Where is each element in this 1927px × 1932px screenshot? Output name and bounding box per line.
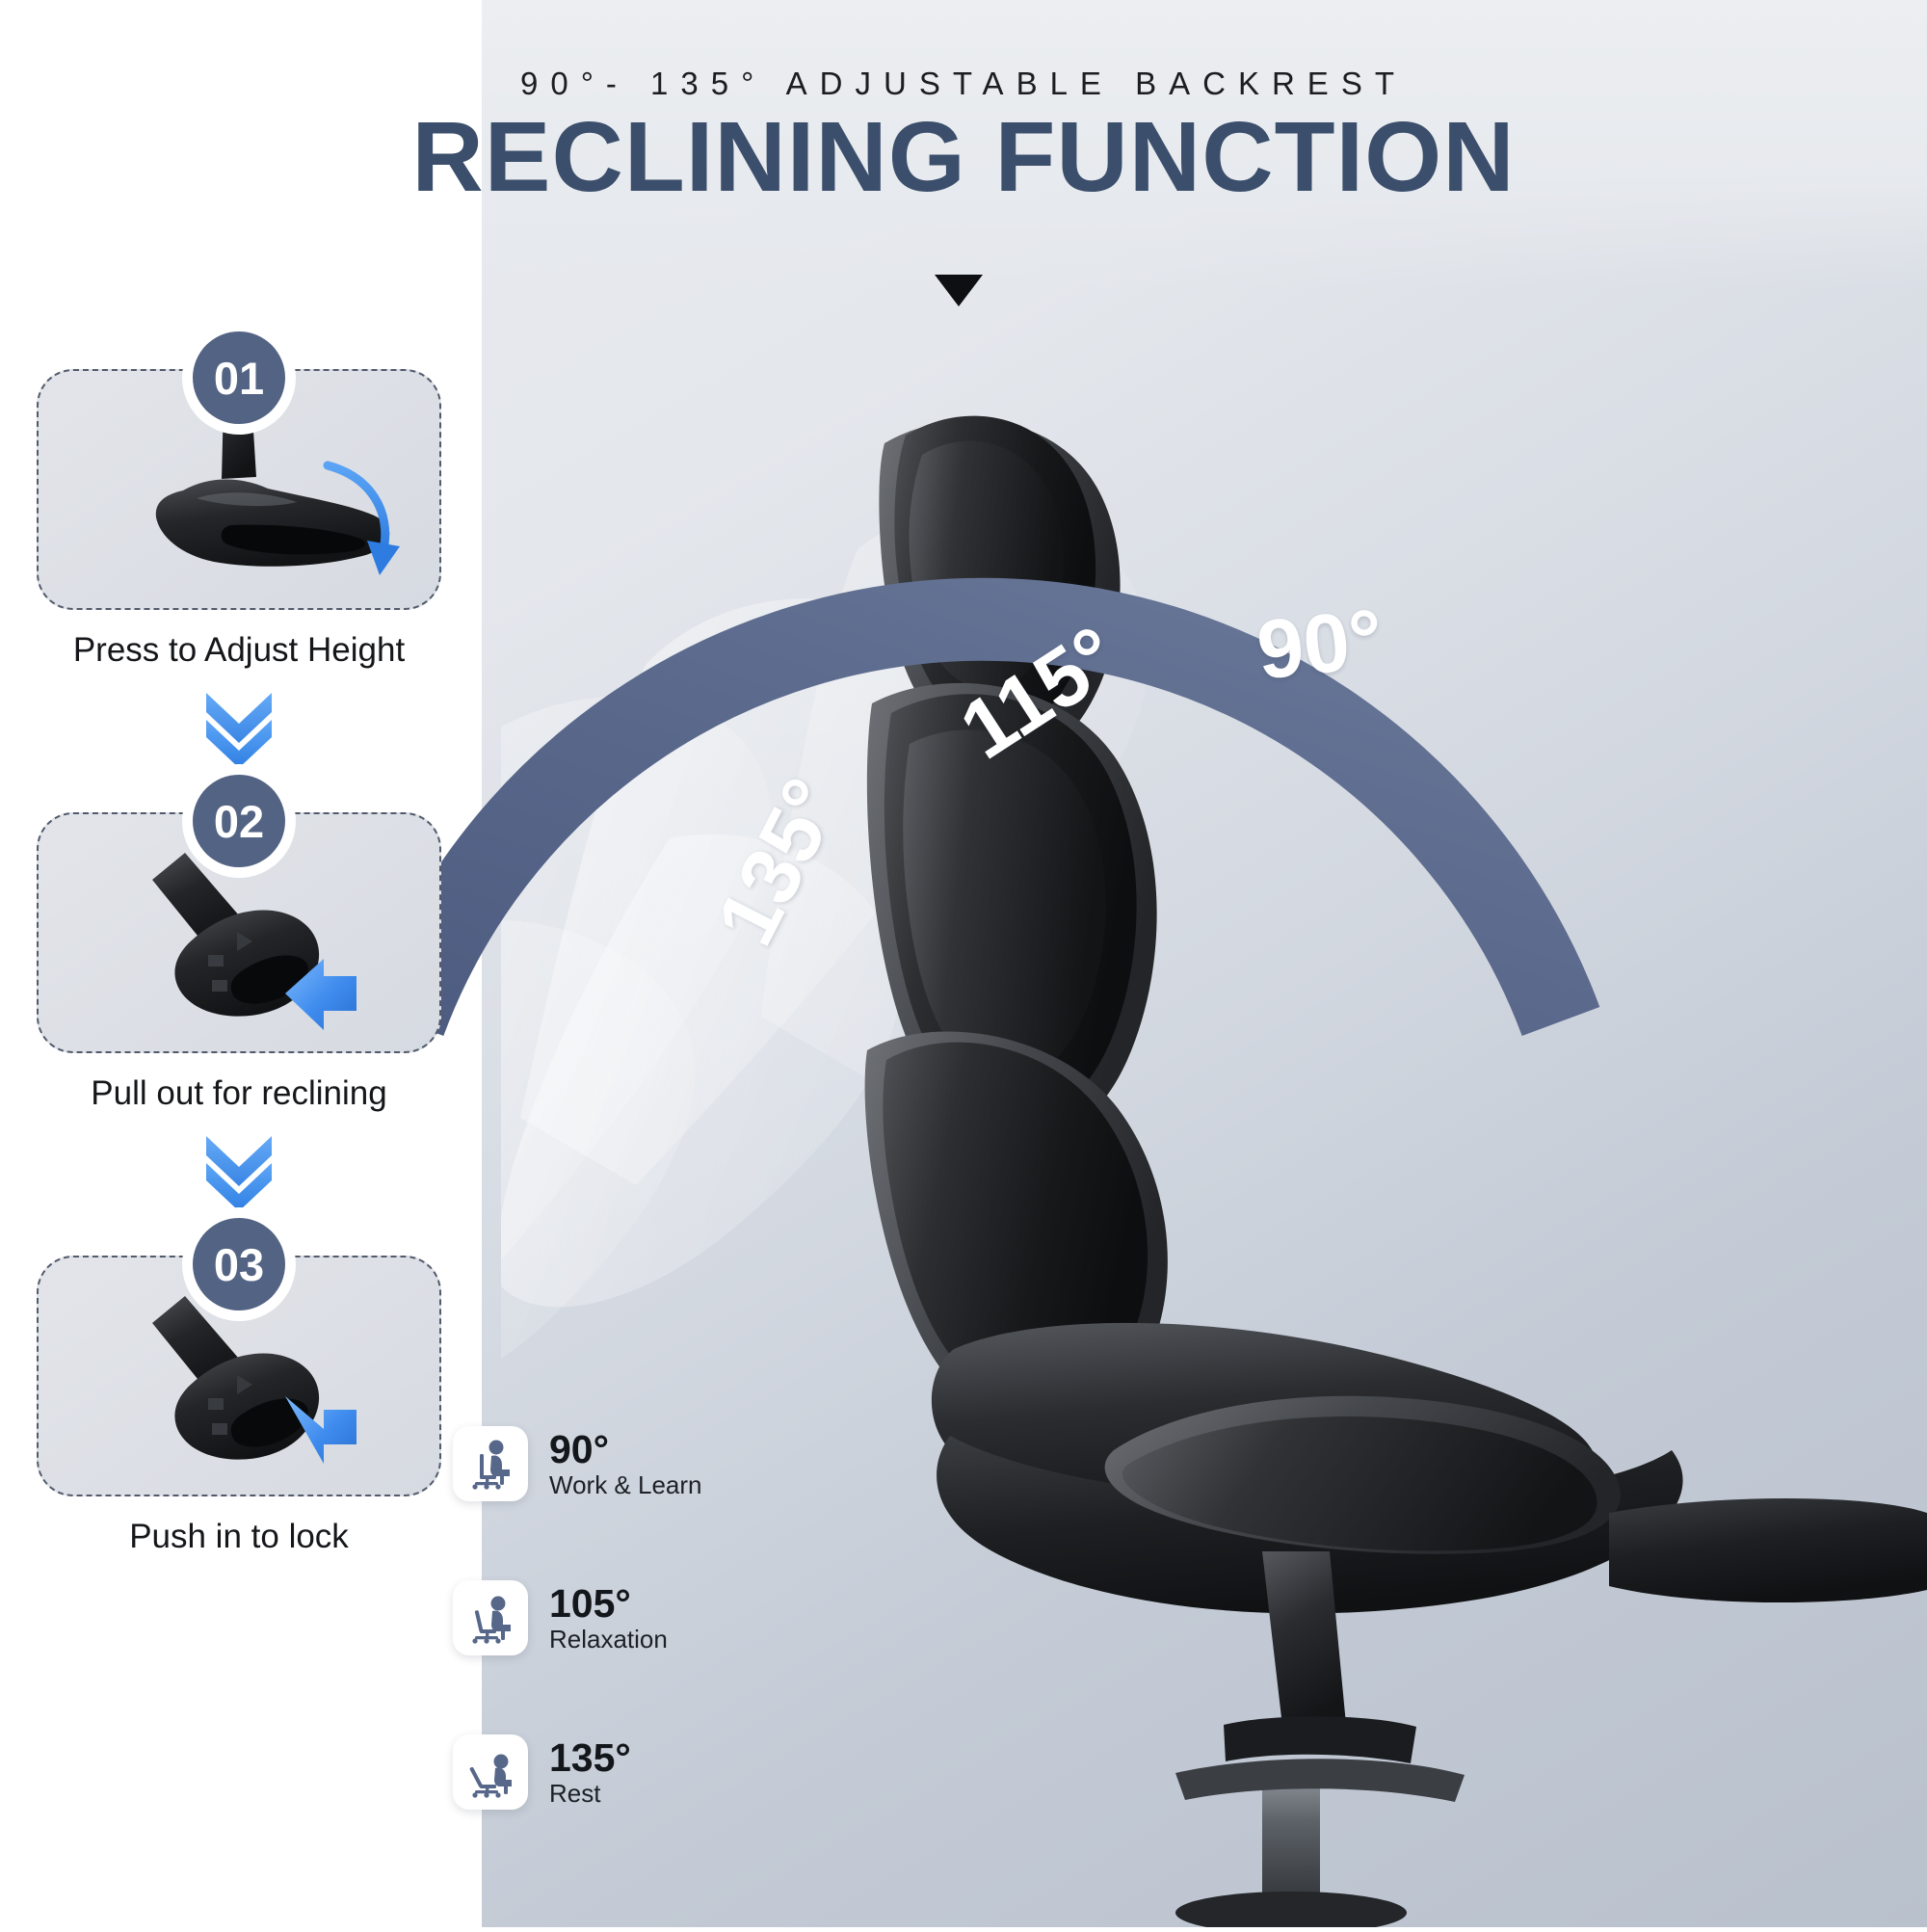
person-sitting-upright-icon	[453, 1426, 528, 1501]
triple-chevron-down-icon	[37, 1130, 441, 1219]
down-triangle-icon	[935, 275, 983, 306]
steps-column: 01	[37, 321, 443, 1556]
arc-label-90: 90°	[1253, 592, 1387, 698]
angle-legend: 90° Work & Learn	[453, 1426, 858, 1889]
legend-name: Rest	[549, 1778, 601, 1808]
step-number-badge: 01	[193, 331, 285, 424]
chair-upper-back	[866, 682, 1157, 1144]
step-caption: Push in to lock	[129, 1518, 349, 1555]
arc-band-svg	[365, 577, 1600, 1037]
legend-degree: 90°	[549, 1426, 610, 1471]
chair-armrest	[1104, 1395, 1621, 1763]
step-badge-wrap-01: 01	[182, 321, 296, 435]
step-card-02: 02	[37, 764, 443, 1055]
step-caption: Pull out for reclining	[91, 1074, 387, 1112]
legend-name: Work & Learn	[549, 1469, 702, 1499]
chair-base	[1175, 1759, 1465, 1932]
background-top-fade	[482, 0, 1927, 289]
person-sitting-reclined-icon	[453, 1580, 528, 1655]
step-number-badge: 03	[193, 1218, 285, 1310]
legend-text: 90° Work & Learn	[549, 1426, 702, 1499]
triple-chevron-down-icon	[37, 687, 441, 776]
legend-item: 90° Work & Learn	[453, 1426, 858, 1501]
step-number-badge: 02	[193, 775, 285, 867]
legend-item: 135° Rest	[453, 1734, 858, 1810]
legend-text: 135° Rest	[549, 1734, 631, 1808]
step-badge-wrap-03: 03	[182, 1207, 296, 1321]
legend-degree: 105°	[549, 1580, 631, 1626]
legend-text: 105° Relaxation	[549, 1580, 668, 1654]
step-badge-wrap-02: 02	[182, 764, 296, 878]
step-card-01: 01	[37, 321, 441, 610]
recline-lever-icon	[39, 814, 443, 1055]
legend-degree: 135°	[549, 1734, 631, 1780]
chair-seat-front	[1609, 1498, 1927, 1603]
person-lying-back-icon	[453, 1734, 528, 1810]
step-item-01: 01	[37, 321, 441, 670]
angle-arc: 135° 115° 90°	[365, 289, 1619, 1253]
page-subtitle: 90°- 135° ADJUSTABLE BACKREST	[520, 66, 1407, 101]
legend-item: 105° Relaxation	[453, 1580, 858, 1655]
step-caption: Press to Adjust Height	[72, 631, 406, 669]
recline-lever-icon	[39, 1257, 443, 1498]
legend-name: Relaxation	[549, 1624, 668, 1654]
step-card-03: 03	[37, 1207, 443, 1498]
step-item-02: 02	[37, 764, 443, 1113]
page-title: RECLINING FUNCTION	[411, 101, 1516, 212]
step-item-03: 03	[37, 1207, 443, 1556]
